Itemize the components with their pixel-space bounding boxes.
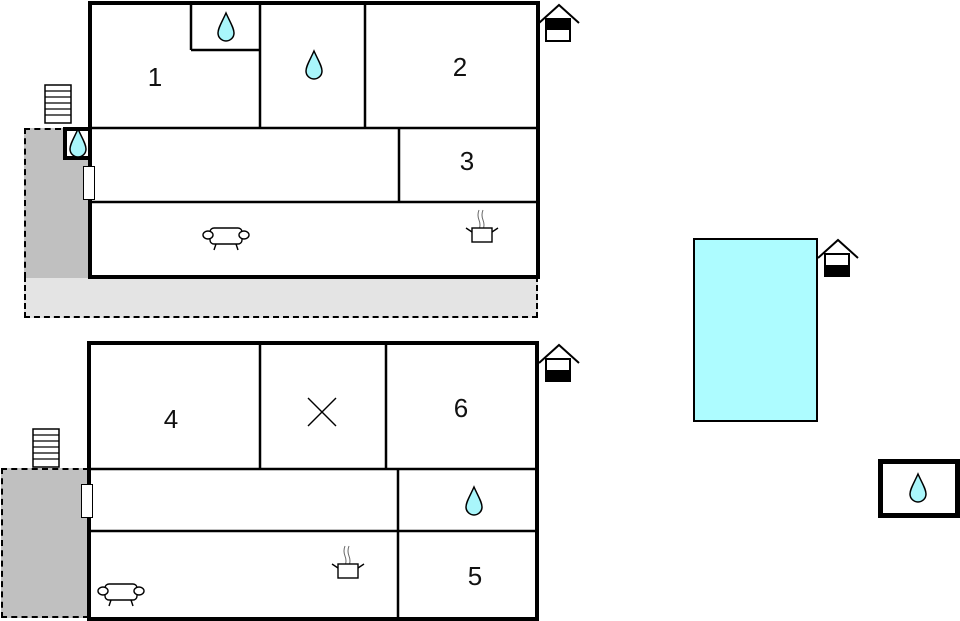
water-drop-icon [217, 11, 235, 42]
door-icon [81, 484, 93, 518]
lower-floor-outline [87, 341, 539, 621]
room-label-1: 1 [147, 62, 163, 92]
stairs-icon [44, 84, 72, 124]
room-label-5: 5 [467, 561, 483, 591]
terrace-lower-left [1, 468, 89, 618]
water-drop-icon [465, 485, 483, 516]
water-drop-icon [69, 127, 87, 158]
void-cross-icon [307, 397, 337, 427]
water-drop-icon [909, 472, 927, 503]
room-label-3: 3 [459, 146, 475, 176]
room-label-4: 4 [163, 404, 179, 434]
door-icon [83, 166, 95, 200]
house-entrance-icon [817, 238, 859, 277]
swimming-pool [693, 238, 818, 422]
house-entrance-icon [538, 343, 580, 382]
room-label-6: 6 [453, 393, 469, 423]
sofa-icon [97, 583, 145, 607]
house-entrance-icon [538, 3, 580, 42]
kitchen-pot-icon [465, 209, 499, 243]
water-drop-icon [305, 49, 323, 80]
terrace-upper-bottom [24, 276, 538, 318]
room-label-2: 2 [452, 52, 468, 82]
kitchen-pot-icon [331, 545, 365, 579]
stairs-icon [32, 428, 60, 468]
sofa-icon [202, 227, 250, 251]
